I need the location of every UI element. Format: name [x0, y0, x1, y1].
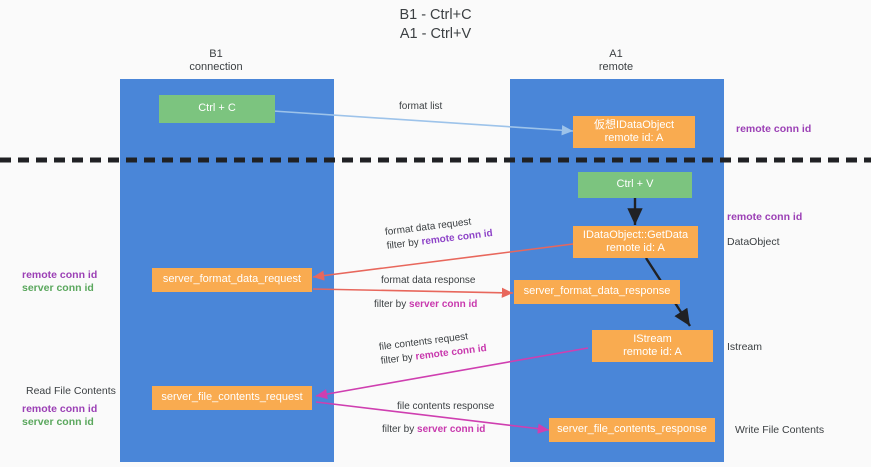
diagram-title-line1: B1 - Ctrl+C [399, 7, 472, 23]
box-ctrl-c[interactable]: Ctrl + C [159, 95, 275, 123]
box-istream-line2: remote id: A [623, 346, 682, 358]
lane-header-b1-name: B1 [209, 48, 223, 60]
edge-label-file-contents-response-filter-prefix: filter by [382, 424, 418, 435]
box-idataobject-getdata-line1: IDataObject::GetData [582, 228, 689, 241]
lane-header-a1-name: A1 [609, 48, 623, 60]
box-istream-line1: IStream [633, 332, 672, 345]
annotation-left-remote-conn-id-bottom: remote conn id [22, 403, 98, 415]
edge-label-format-data-response-filter: filter by server conn id [374, 298, 477, 312]
box-server-file-contents-request[interactable]: server_file_contents_request [152, 386, 312, 410]
annotation-left-read-file-contents: Read File Contents [26, 385, 116, 397]
edge-label-format-data-response-filter-prefix: filter by [374, 299, 410, 310]
box-server-file-contents-response[interactable]: server_file_contents_response [549, 418, 715, 442]
box-server-format-data-request-label: server_format_data_request [162, 273, 302, 286]
box-virtual-dataobject-line2: remote id: A [604, 132, 664, 144]
edge-label-format-data-response-filter-value: server conn id [409, 299, 478, 310]
annotation-left-server-conn-id-bottom: server conn id [22, 416, 94, 428]
edge-label-file-contents-response-filter-value: server conn id [417, 424, 486, 435]
edge-label-file-contents-response-filter: filter by server conn id [382, 423, 485, 437]
edge-label-file-contents-response-text: file contents response [397, 401, 495, 412]
box-idataobject-getdata-line2: remote id: A [606, 242, 665, 254]
annotation-left-remote-conn-id-mid: remote conn id [22, 269, 98, 281]
box-server-file-contents-request-label: server_file_contents_request [161, 391, 303, 404]
edge-label-file-contents-response: file contents response [397, 400, 494, 414]
box-virtual-dataobject[interactable]: 仮想IDataObject remote id: A [573, 116, 695, 148]
edge-label-format-list-text: format list [399, 101, 443, 112]
lane-header-a1-sublabel: remote [598, 61, 634, 73]
lane-header-b1-sublabel: connection [189, 61, 243, 73]
box-ctrl-v[interactable]: Ctrl + V [578, 172, 692, 198]
box-istream[interactable]: IStream remote id: A [592, 330, 713, 362]
arrow-format-data-response [312, 287, 514, 298]
box-ctrl-v-label: Ctrl + V [616, 178, 654, 191]
edge-label-file-contents-request-filter-prefix: filter by [380, 351, 417, 367]
annotation-right-remote-conn-id-top: remote conn id [736, 123, 812, 135]
edge-label-format-data-response-text: format data response [381, 275, 476, 286]
edge-label-format-data-request: format data request filter by remote con… [384, 213, 493, 254]
lane-header-b1: B1 connection [116, 48, 316, 74]
lane-header-a1: A1 remote [516, 48, 716, 74]
diagram-title: B1 - Ctrl+C A1 - Ctrl+V [0, 6, 871, 44]
annotation-right-remote-conn-id-mid: remote conn id [727, 211, 803, 223]
edge-label-format-data-response: format data response [381, 274, 476, 288]
edge-label-format-data-request-filter-prefix: filter by [386, 236, 423, 252]
box-server-format-data-response[interactable]: server_format_data_response [514, 280, 680, 304]
edge-label-format-list: format list [399, 100, 442, 114]
box-server-format-data-request[interactable]: server_format_data_request [152, 268, 312, 292]
box-ctrl-c-label: Ctrl + C [198, 102, 236, 115]
annotation-right-dataobject: DataObject [727, 236, 780, 248]
box-idataobject-getdata[interactable]: IDataObject::GetData remote id: A [573, 226, 698, 258]
box-server-format-data-response-label: server_format_data_response [523, 285, 671, 298]
annotation-left-server-conn-id-mid: server conn id [22, 282, 94, 294]
box-virtual-dataobject-line1: 仮想IDataObject [593, 118, 675, 131]
edge-label-file-contents-request: file contents request filter by remote c… [378, 328, 487, 369]
annotation-right-istream: Istream [727, 341, 763, 353]
annotation-right-write-file-contents: Write File Contents [735, 424, 825, 436]
box-server-file-contents-response-label: server_file_contents_response [557, 423, 707, 436]
diagram-title-line2: A1 - Ctrl+V [399, 26, 472, 42]
